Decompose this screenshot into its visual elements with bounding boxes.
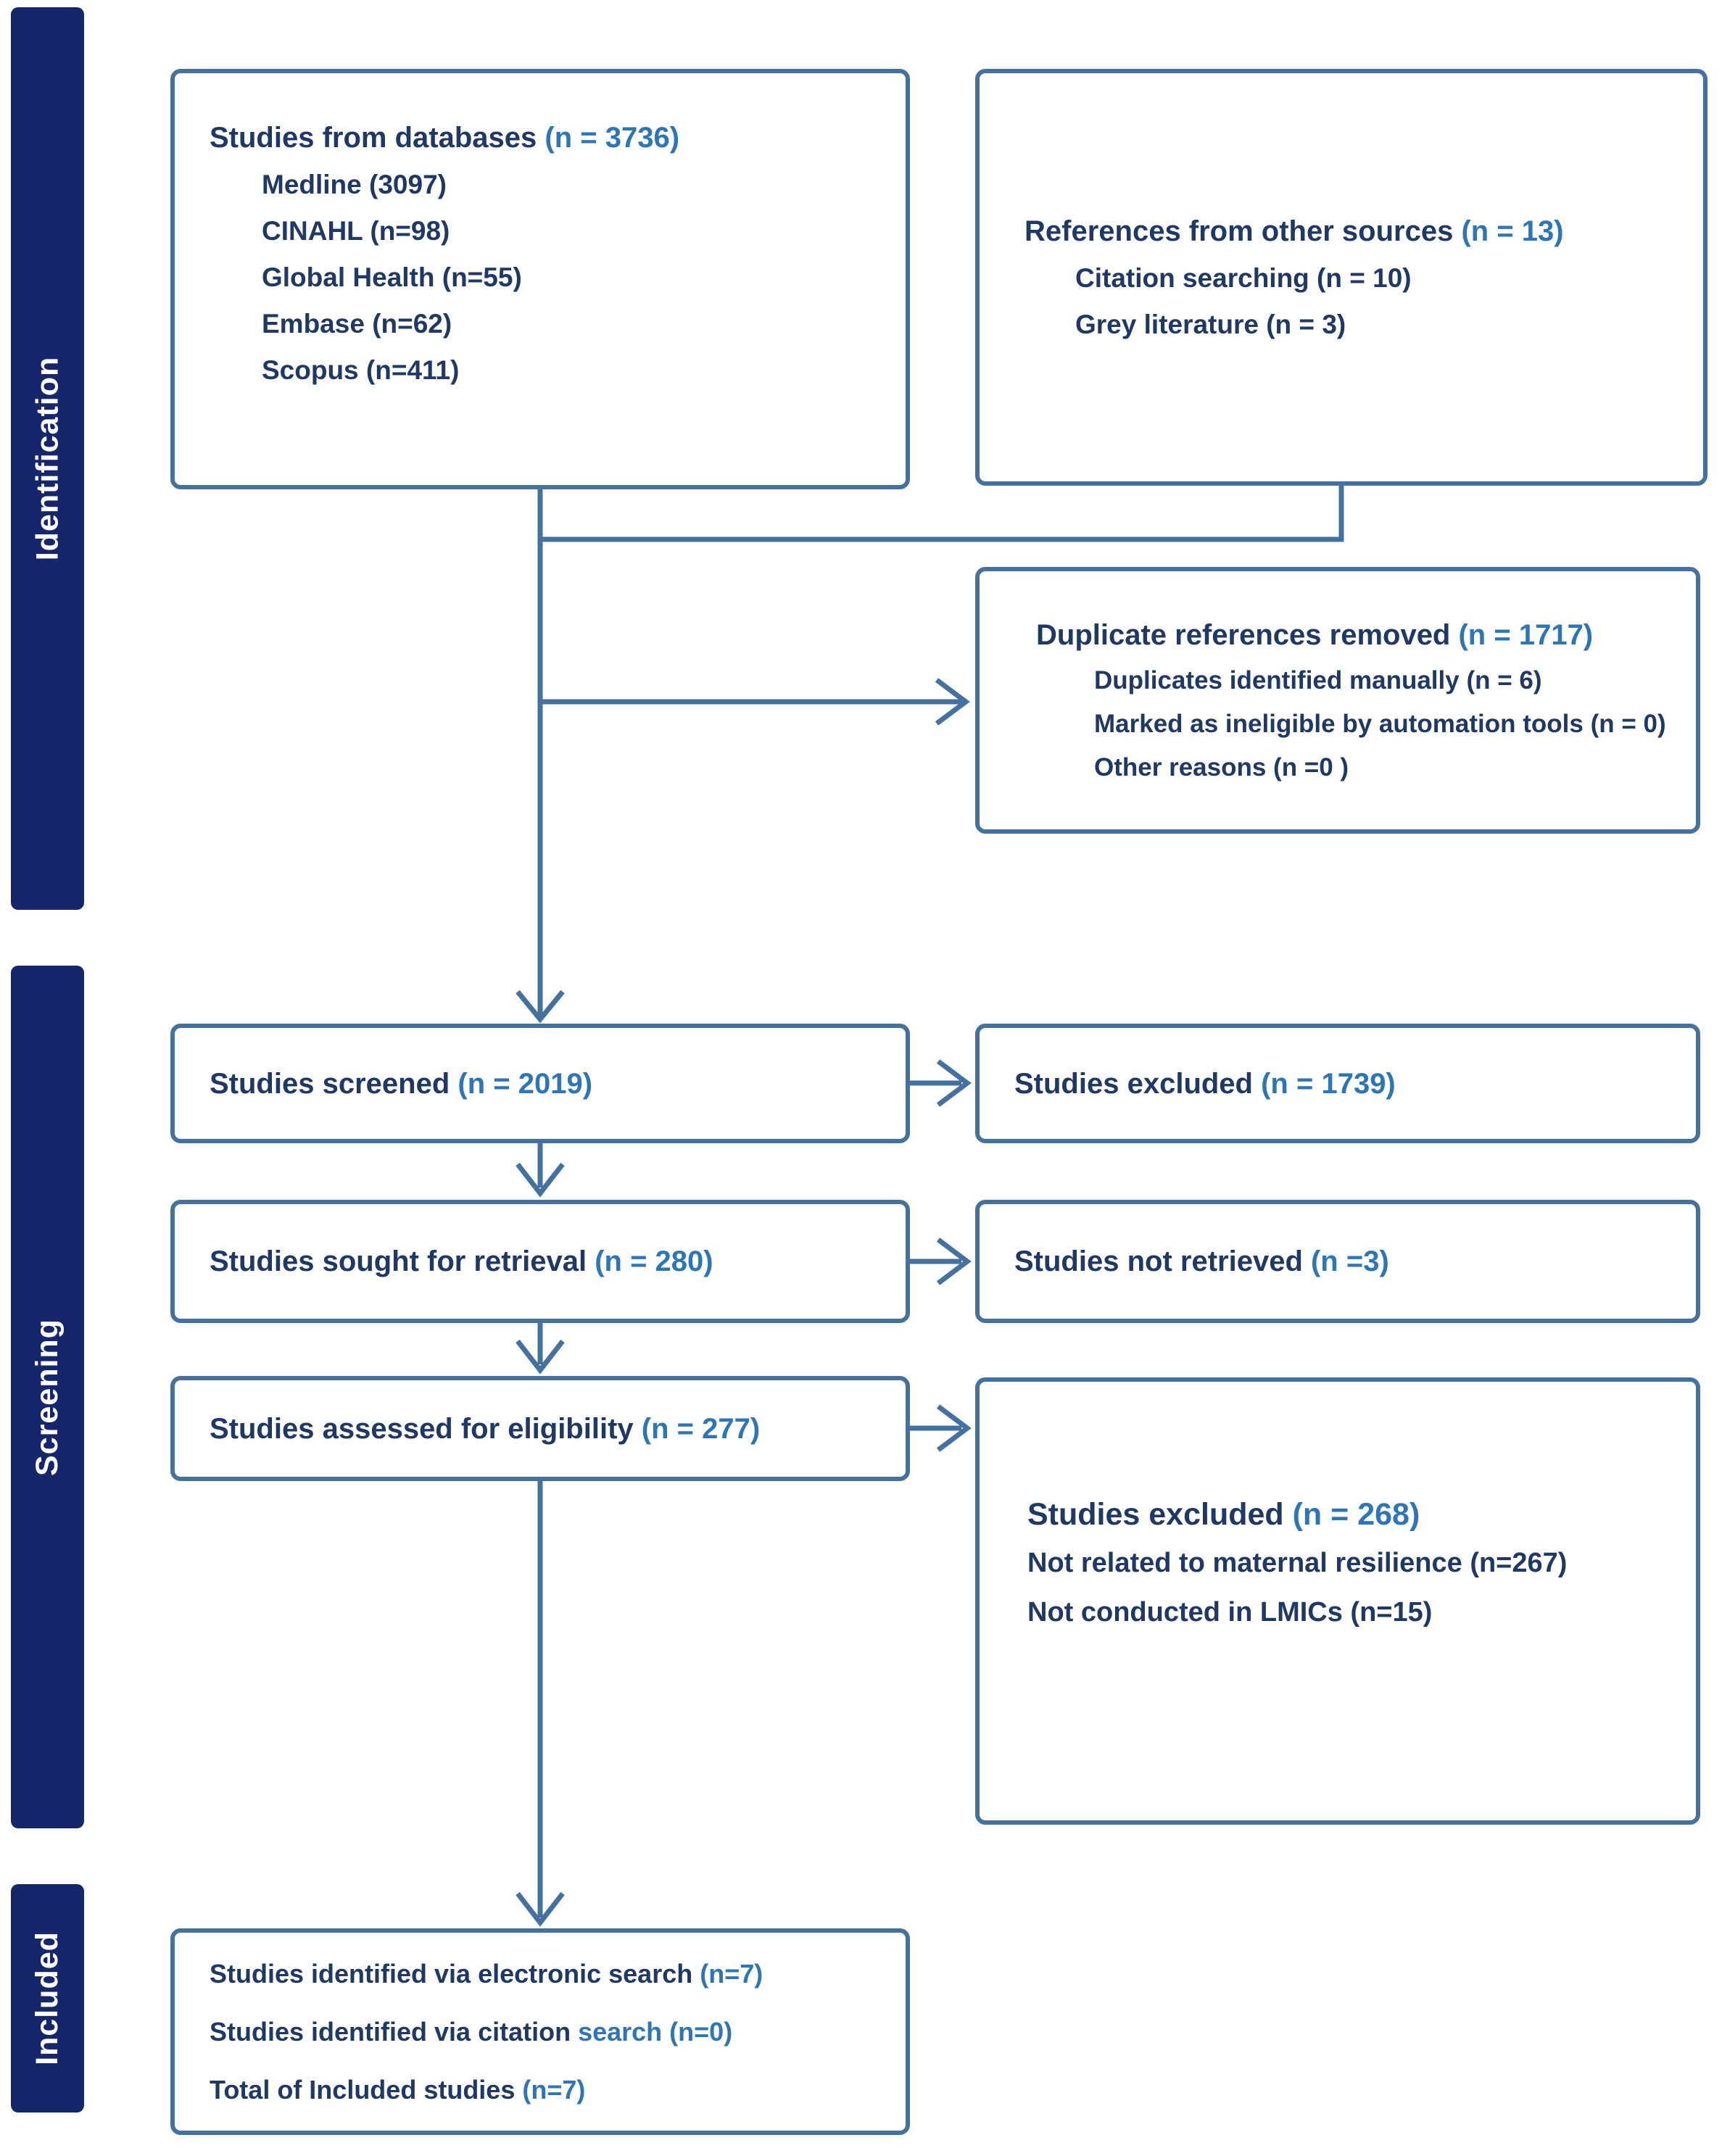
heading-count: (n =3) xyxy=(1310,1245,1389,1277)
box-studies-from-databases: Studies from databases (n = 3736) Medlin… xyxy=(170,69,910,489)
box-studies-excluded-screening: Studies excluded (n = 1739) xyxy=(975,1024,1700,1143)
heading-text: References from other sources xyxy=(1024,215,1462,247)
heading-count: (n = 268) xyxy=(1292,1497,1420,1532)
source-item: Citation searching (n = 10) xyxy=(1075,262,1412,293)
duplicate-item: Duplicates identified manually (n = 6) xyxy=(1094,666,1542,695)
box-heading: Duplicate references removed (n = 1717) xyxy=(980,611,1696,659)
stage-label-screening: Screening xyxy=(30,1318,65,1476)
heading-count: (n = 1717) xyxy=(1458,619,1594,651)
heading-text: Studies from databases xyxy=(210,122,545,154)
heading-count: (n = 280) xyxy=(595,1245,713,1277)
arrowhead-right-notretrieved xyxy=(936,1237,972,1285)
box-heading: Studies not retrieved (n =3) xyxy=(980,1237,1696,1285)
heading-text: Studies assessed for eligibility xyxy=(210,1412,642,1445)
database-item: Global Health (n=55) xyxy=(262,262,522,292)
line-text: Total of Included studies xyxy=(210,2074,523,2105)
database-item: Scopus (n=411) xyxy=(262,355,460,385)
box-references-other-sources: References from other sources (n = 13) C… xyxy=(975,69,1707,486)
line-count: (n=7) xyxy=(700,1958,763,1989)
box-heading: Studies screened (n = 2019) xyxy=(175,1060,906,1108)
heading-text: Duplicate references removed xyxy=(1036,619,1459,651)
box-heading: References from other sources (n = 13) xyxy=(980,207,1703,255)
heading-count: (n = 277) xyxy=(641,1412,761,1445)
heading-text: Studies excluded xyxy=(1014,1067,1262,1100)
box-duplicates-removed: Duplicate references removed (n = 1717) … xyxy=(975,567,1700,834)
arrowhead-down-to-assessed xyxy=(516,1339,565,1375)
box-heading: Studies excluded (n = 1739) xyxy=(980,1060,1696,1108)
arrowhead-down-to-screened xyxy=(516,990,565,1024)
heading-count: (n = 2019) xyxy=(458,1067,593,1100)
heading-count: (n = 13) xyxy=(1461,215,1564,247)
exclusion-reason: Not related to maternal resilience (n=26… xyxy=(1027,1548,1568,1578)
arrowhead-right-excluded1 xyxy=(936,1059,972,1107)
heading-text: Studies screened xyxy=(210,1067,458,1100)
heading-count: (n = 3736) xyxy=(545,122,680,154)
duplicate-item: Marked as ineligible by automation tools… xyxy=(1094,710,1666,738)
heading-text: Studies excluded xyxy=(1027,1497,1293,1532)
arrowhead-down-to-sought xyxy=(516,1162,565,1198)
database-item: Medline (3097) xyxy=(262,170,447,199)
box-studies-not-retrieved: Studies not retrieved (n =3) xyxy=(975,1200,1700,1323)
box-heading: Studies assessed for eligibility (n = 27… xyxy=(175,1405,906,1453)
box-included-studies: Studies identified via electronic search… xyxy=(170,1928,910,2135)
heading-text: Studies sought for retrieval xyxy=(210,1245,595,1277)
included-line: Studies identified via electronic search… xyxy=(175,1945,906,2003)
line-count: search (n=0) xyxy=(578,2016,733,2047)
heading-text: Studies not retrieved xyxy=(1014,1245,1311,1277)
line-count: (n=7) xyxy=(522,2074,586,2105)
stage-label-included: Included xyxy=(30,1931,65,2065)
stage-bar-included: Included xyxy=(11,1884,84,2113)
included-line: Total of Included studies (n=7) xyxy=(175,2061,906,2119)
included-line: Studies identified via citation search (… xyxy=(175,2003,906,2061)
database-item: CINAHL (n=98) xyxy=(262,216,450,246)
line-text: Studies identified via electronic search xyxy=(210,1958,700,1989)
box-studies-assessed-eligibility: Studies assessed for eligibility (n = 27… xyxy=(170,1376,910,1481)
box-heading: Studies sought for retrieval (n = 280) xyxy=(175,1237,906,1285)
stage-label-identification: Identification xyxy=(30,356,65,561)
source-item: Grey literature (n = 3) xyxy=(1075,309,1346,339)
arrowhead-right-excluded2 xyxy=(936,1404,972,1452)
heading-count: (n = 1739) xyxy=(1261,1067,1396,1100)
stage-bar-screening: Screening xyxy=(11,966,84,1828)
box-studies-screened: Studies screened (n = 2019) xyxy=(170,1024,910,1143)
duplicate-item: Other reasons (n =0 ) xyxy=(1094,753,1349,781)
exclusion-reason: Not conducted in LMICs (n=15) xyxy=(1027,1597,1433,1628)
line-text: Studies identified via citation xyxy=(210,2016,579,2047)
box-studies-sought-retrieval: Studies sought for retrieval (n = 280) xyxy=(170,1200,910,1323)
arrowhead-right-duplicates xyxy=(935,678,970,726)
box-heading: Studies from databases (n = 3736) xyxy=(175,114,906,162)
box-studies-excluded-eligibility: Studies excluded (n = 268) Not related t… xyxy=(975,1377,1700,1825)
connector-other-sources-elbow xyxy=(540,486,1344,542)
stage-bar-identification: Identification xyxy=(11,7,84,910)
database-item: Embase (n=62) xyxy=(262,309,452,339)
arrowhead-down-to-included xyxy=(516,1891,565,1927)
box-heading: Studies excluded (n = 268) xyxy=(980,1490,1696,1538)
